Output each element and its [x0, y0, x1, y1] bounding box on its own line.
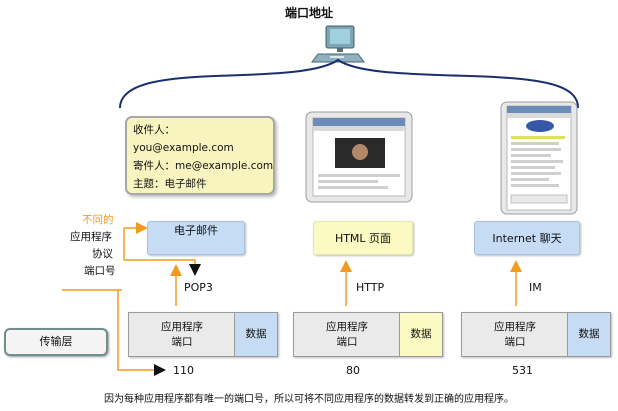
email-from: 寄件人：me@example.com	[133, 160, 274, 172]
email-to-value: you@example.com	[133, 142, 234, 154]
app-email-box: 电子邮件	[147, 221, 245, 255]
app-im-box: Internet 聊天	[474, 221, 580, 255]
email-card: 收件人： you@example.com 寄件人：me@example.com …	[125, 116, 275, 195]
label-different: 不同的	[82, 214, 114, 226]
port-number-531: 531	[512, 364, 533, 377]
caption: 因为每种应用程序都有唯一的端口号，所以可将不同应用程序的数据转发到正确的应用程序…	[104, 394, 514, 405]
im-screenshot	[500, 101, 578, 215]
protocol-pop3: POP3	[184, 281, 213, 294]
segment-im: 应用程序 端口 数据	[461, 312, 611, 357]
segment-data-label: 数据	[567, 313, 610, 356]
email-to-label: 收件人：	[133, 124, 175, 136]
segment-port-label: 应用程序 端口	[326, 321, 368, 348]
segment-port-label: 应用程序 端口	[494, 321, 536, 348]
transport-layer-box: 传输层	[4, 328, 108, 356]
segment-html: 应用程序 端口 数据	[293, 312, 443, 357]
segment-data-label: 数据	[399, 313, 442, 356]
port-number-110: 110	[173, 364, 194, 377]
segment-port-label: 应用程序 端口	[161, 321, 203, 348]
label-protocol: 协议	[92, 248, 113, 260]
protocol-http: HTTP	[356, 281, 385, 294]
segment-email: 应用程序 端口 数据	[128, 312, 278, 357]
port-number-80: 80	[346, 364, 360, 377]
label-application: 应用程序	[70, 231, 112, 243]
diagram-title: 端口地址	[284, 6, 333, 20]
computer-icon	[311, 25, 365, 63]
protocol-im: IM	[529, 281, 542, 294]
email-subject: 主题：电子邮件	[133, 178, 207, 190]
label-port-number: 端口号	[84, 265, 116, 277]
app-html-box: HTML 页面	[313, 221, 413, 255]
segment-data-label: 数据	[234, 313, 277, 356]
curly-brace	[119, 58, 579, 109]
browser-screenshot	[305, 111, 413, 203]
